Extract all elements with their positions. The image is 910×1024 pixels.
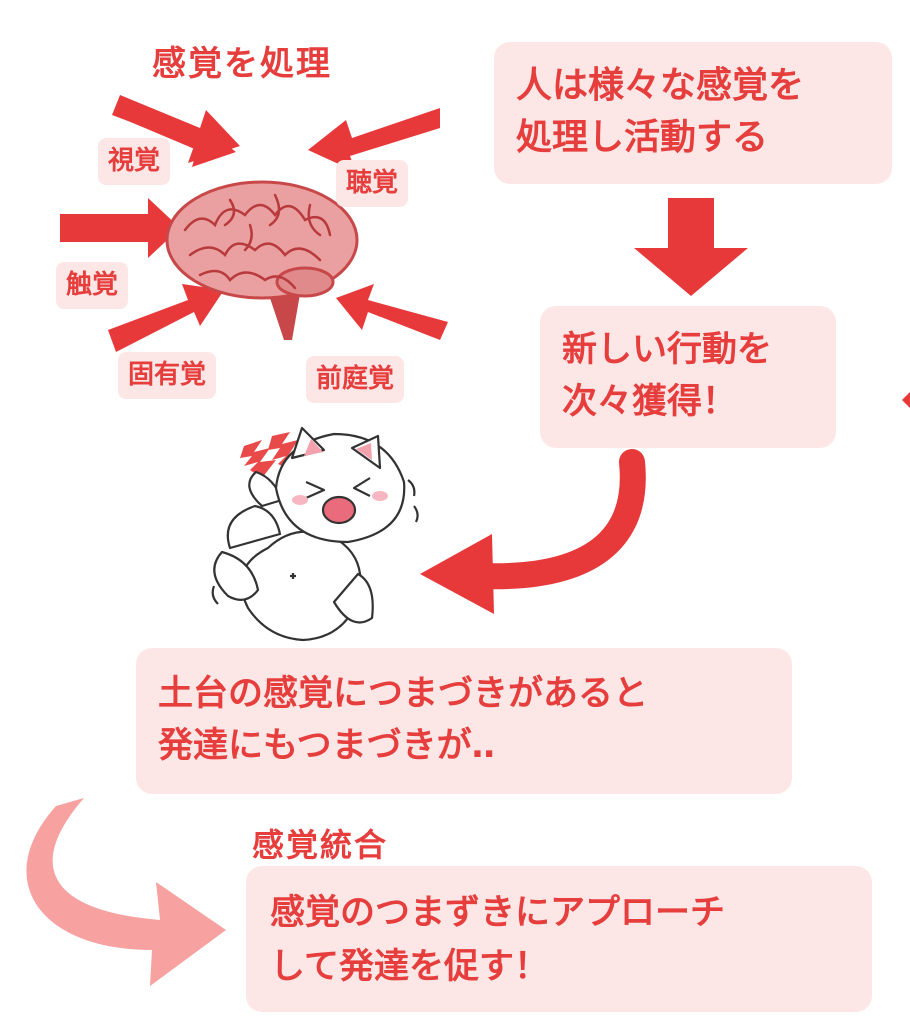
integration-box: 感覚のつまずきにアプローチ して発達を促す！: [246, 866, 872, 1012]
step-process-line1: 人は様々な感覚を: [516, 65, 805, 106]
edge-arrow-marker: [902, 392, 910, 408]
arrow-from-proprioception: [108, 284, 224, 352]
process-heading: 感覚を処理: [152, 44, 332, 84]
step-process-box: 人は様々な感覚を 処理し活動する: [494, 42, 892, 184]
step-acquire-box: 新しい行動を 次々獲得！: [540, 306, 836, 448]
step-acquire-line1: 新しい行動を: [562, 330, 773, 370]
arrow-from-vision: [112, 95, 240, 167]
integration-heading: 感覚統合: [252, 826, 389, 864]
integration-line2: して発達を促す！: [270, 947, 549, 987]
arrow-curve-to-cat: [420, 449, 646, 614]
integration-line1: 感覚のつまずきにアプローチ: [270, 893, 726, 933]
stumble-line2: 発達にもつまづきが‥: [158, 726, 495, 766]
stumble-line1: 土台の感覚につまづきがあると: [158, 674, 649, 714]
sense-tag-proprioception: 固有覚: [118, 352, 217, 400]
sense-tag-touch: 触覚: [56, 262, 129, 310]
arrow-down-step: [634, 198, 748, 296]
brain-illustration: [165, 180, 359, 340]
crying-cat-illustration: [211, 426, 419, 642]
sense-tag-hearing: 聴覚: [336, 160, 409, 208]
sense-tag-vision: 視覚: [98, 138, 171, 186]
stumble-box: 土台の感覚につまづきがあると 発達にもつまづきが‥: [136, 648, 792, 794]
arrow-from-touch: [60, 198, 180, 258]
integration-arrow: [26, 798, 227, 986]
arrow-from-vestibular: [336, 284, 448, 340]
arrow-from-hearing: [308, 108, 440, 172]
step-acquire-line2: 次々獲得！: [562, 382, 738, 422]
step-process-line2: 処理し活動する: [516, 117, 769, 158]
sense-tag-vestibular: 前庭覚: [306, 356, 405, 404]
